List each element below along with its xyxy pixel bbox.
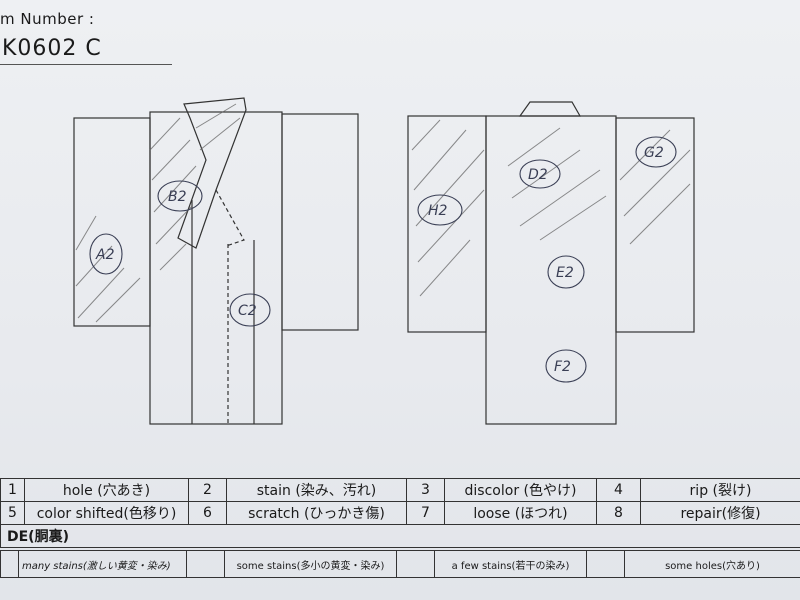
grade-checkbox[interactable] <box>0 550 19 578</box>
mark-e2: E2 <box>556 265 574 281</box>
front-damage-marks: B2 A2 C2 <box>89 180 271 327</box>
mark-h2: H2 <box>428 203 448 219</box>
back-collar <box>518 101 582 117</box>
section-header-row: DE(胴裏) <box>0 524 800 548</box>
section-label: DE(胴裏) <box>0 524 800 548</box>
legend-label: stain (染み、汚れ) <box>226 478 407 502</box>
legend-label: hole (穴あき) <box>24 478 189 502</box>
grade-label: many stains(激しい黄変・染み) <box>18 550 187 578</box>
legend-row-1: 1 hole (穴あき) 2 stain (染み、汚れ) 3 discolor … <box>0 478 800 502</box>
front-collar <box>177 97 247 249</box>
mark-c2: C2 <box>238 303 257 319</box>
kimono-back: H2 D2 G2 E2 F2 <box>407 101 695 425</box>
item-number-value: K0602 C <box>2 36 102 61</box>
item-number-underline <box>0 64 172 65</box>
legend-label: discolor (色やけ) <box>444 478 597 502</box>
grade-label: some stains(多小の黄変・染み) <box>224 550 397 578</box>
damage-legend-table: 1 hole (穴あき) 2 stain (染み、汚れ) 3 discolor … <box>0 478 800 548</box>
legend-num: 3 <box>406 478 445 502</box>
legend-label: repair(修復) <box>640 501 800 525</box>
legend-num: 5 <box>0 501 25 525</box>
legend-label: loose (ほつれ) <box>444 501 597 525</box>
front-left-sleeve <box>73 117 151 327</box>
grade-label: some holes(穴あり) <box>624 550 800 578</box>
front-body <box>149 111 283 425</box>
grade-row: many stains(激しい黄変・染み) some stains(多小の黄変・… <box>0 550 800 578</box>
legend-num: 1 <box>0 478 25 502</box>
grade-checkbox[interactable] <box>586 550 625 578</box>
mark-d2: D2 <box>528 167 548 183</box>
legend-num: 6 <box>188 501 227 525</box>
grade-checkbox[interactable] <box>396 550 435 578</box>
item-number-label: m Number : <box>0 10 95 28</box>
mark-g2: G2 <box>644 145 664 161</box>
legend-row-2: 5 color shifted(色移り) 6 scratch (ひっかき傷) 7… <box>0 501 800 525</box>
mark-f2: F2 <box>554 359 571 375</box>
legend-label: scratch (ひっかき傷) <box>226 501 407 525</box>
mark-a2: A2 <box>95 247 115 263</box>
front-right-sleeve <box>281 113 359 331</box>
legend-num: 8 <box>596 501 641 525</box>
mark-b2: B2 <box>168 189 187 205</box>
lining-grade-table: many stains(激しい黄変・染み) some stains(多小の黄変・… <box>0 550 800 578</box>
grade-checkbox[interactable] <box>186 550 225 578</box>
grade-label: a few stains(若干の染み) <box>434 550 587 578</box>
legend-label: color shifted(色移り) <box>24 501 189 525</box>
legend-num: 7 <box>406 501 445 525</box>
legend-num: 4 <box>596 478 641 502</box>
back-damage-marks: H2 D2 G2 E2 F2 <box>417 136 677 383</box>
front-hatching <box>75 103 241 323</box>
back-hatching <box>411 119 691 297</box>
legend-num: 2 <box>188 478 227 502</box>
kimono-front: B2 A2 C2 <box>73 97 359 425</box>
legend-label: rip (裂け) <box>640 478 800 502</box>
